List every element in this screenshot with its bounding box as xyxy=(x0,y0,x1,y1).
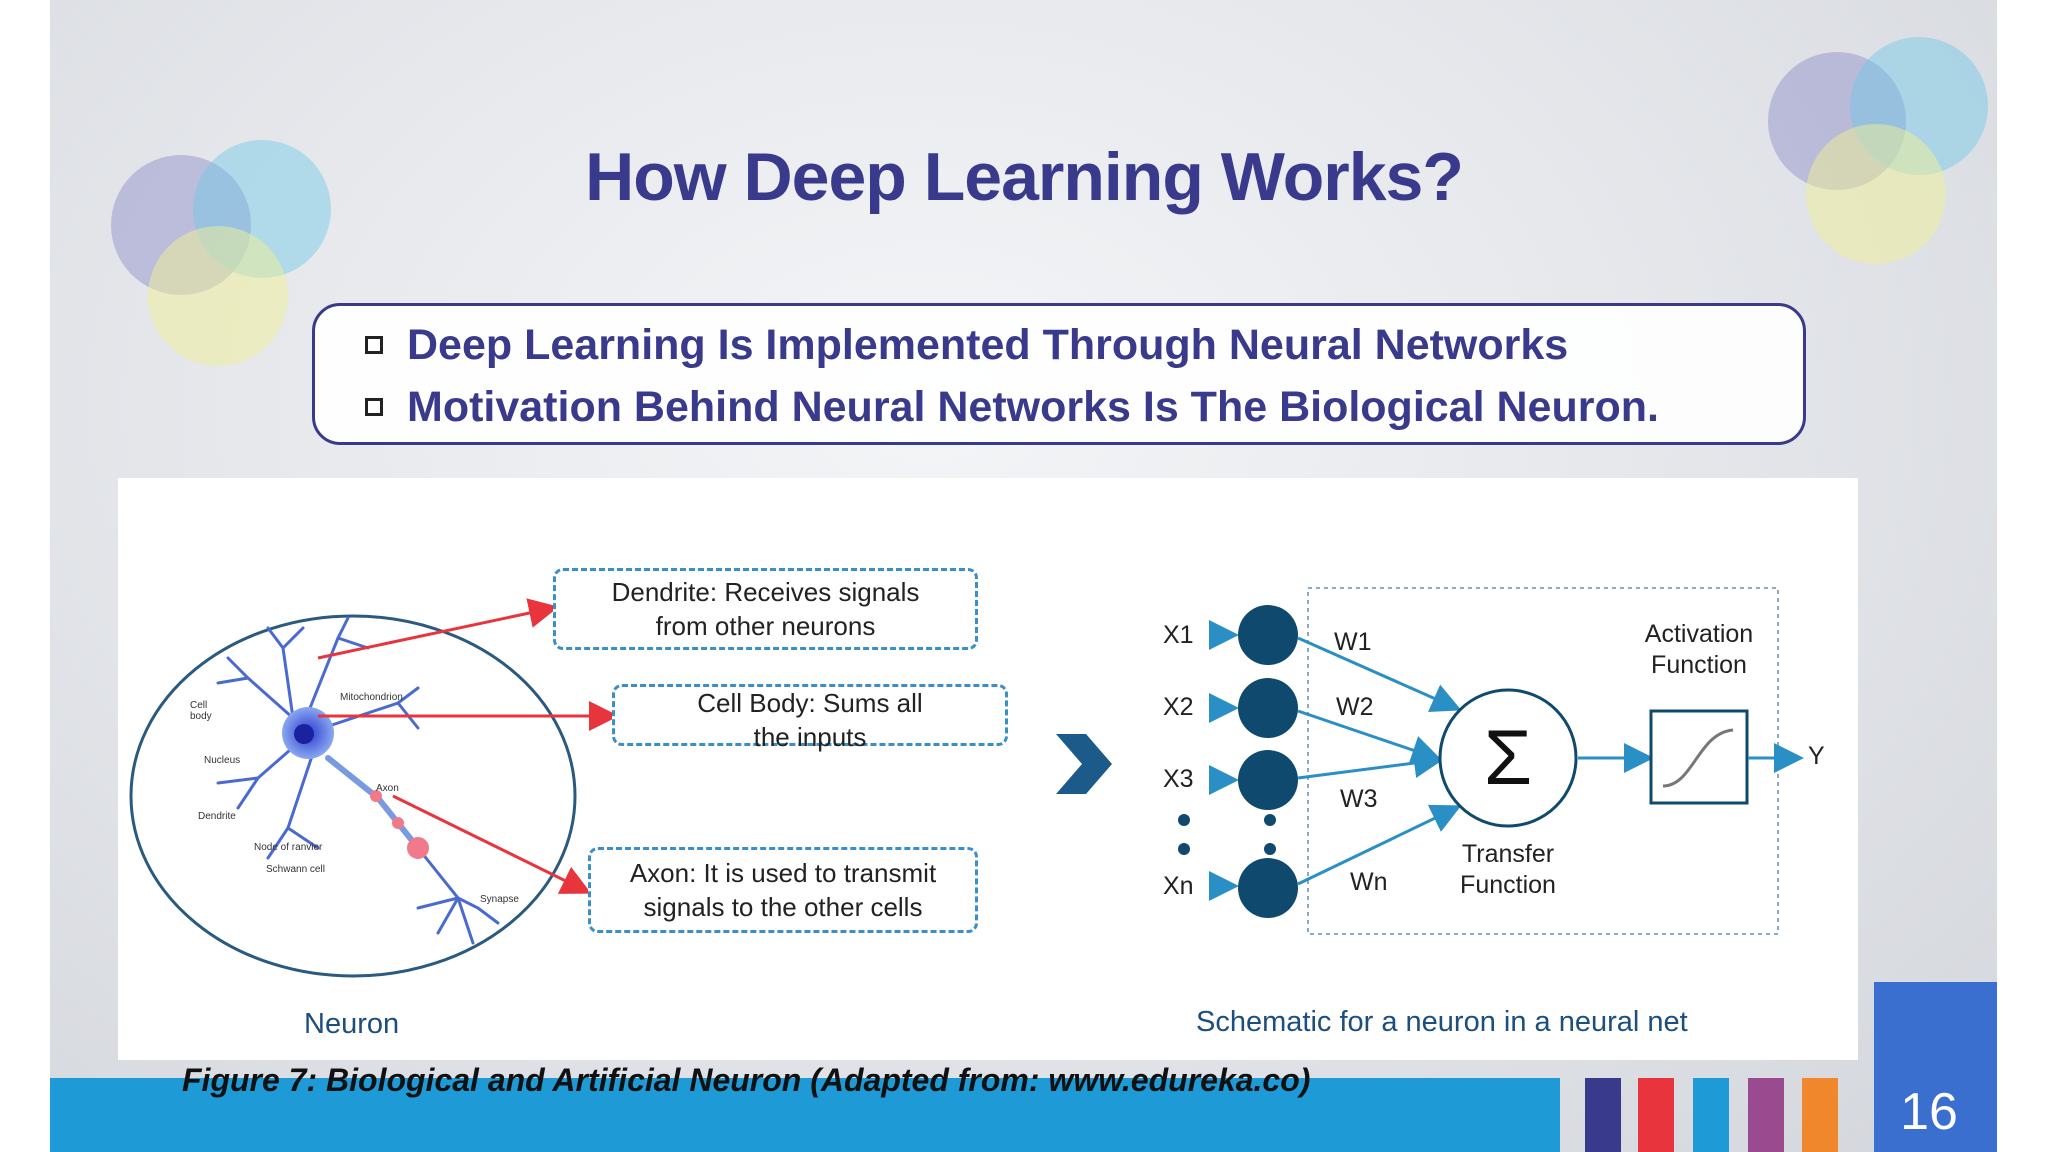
neuron-part-label: Synapse xyxy=(480,894,519,905)
neuron-part-label: Cell body xyxy=(190,700,212,722)
neuron-part-label: Mitochondrion xyxy=(340,692,403,703)
neuron-part-label: Node of ranvier xyxy=(254,842,323,853)
weight-label: W2 xyxy=(1336,693,1374,721)
chevron-right-icon xyxy=(1056,734,1112,794)
color-stripe xyxy=(1585,1078,1621,1152)
color-stripe xyxy=(1748,1078,1784,1152)
sigmoid-curve-icon xyxy=(1662,728,1734,788)
bullet-item: Deep Learning Is Implemented Through Neu… xyxy=(365,314,1803,376)
activation-function-label: Activation Function xyxy=(1644,620,1754,679)
weight-label: Wn xyxy=(1350,868,1388,896)
bullets-box: Deep Learning Is Implemented Through Neu… xyxy=(312,303,1806,445)
neuron-diagram xyxy=(129,587,1804,978)
neuron-ellipse xyxy=(129,614,577,978)
input-label: X1 xyxy=(1163,621,1194,649)
weight-label: W1 xyxy=(1334,628,1372,656)
input-node xyxy=(1238,858,1298,918)
color-stripe xyxy=(1693,1078,1729,1152)
output-label: Y xyxy=(1808,742,1825,770)
page-number: 16 xyxy=(1900,1083,1958,1141)
ellipsis-dot xyxy=(1178,814,1190,826)
figure-panel: Cell body Mitochondrion Nucleus Dendrite… xyxy=(118,478,1858,1060)
bokeh-circle xyxy=(148,226,288,366)
color-stripe xyxy=(1802,1078,1838,1152)
axon-callout: Axon: It is used to transmit signals to … xyxy=(588,847,978,933)
bullet-item: Motivation Behind Neural Networks Is The… xyxy=(365,376,1803,438)
nucleus-shape xyxy=(294,724,314,744)
square-bullet-icon xyxy=(365,398,383,416)
neuron-caption: Neuron xyxy=(304,1008,400,1040)
bullet-text: Motivation Behind Neural Networks Is The… xyxy=(407,382,1659,431)
square-bullet-icon xyxy=(365,336,383,354)
bullet-text: Deep Learning Is Implemented Through Neu… xyxy=(407,320,1569,369)
page-number-box xyxy=(1874,982,1997,1152)
input-arrows xyxy=(1209,620,1239,901)
weight-arrows xyxy=(1297,636,1462,886)
input-label: X3 xyxy=(1163,765,1194,793)
axon-arrow xyxy=(392,794,592,894)
bottom-bar xyxy=(50,1078,1560,1152)
weight-label: W3 xyxy=(1340,785,1378,813)
schematic-caption: Schematic for a neuron in a neural net xyxy=(1196,1006,1688,1038)
neuron-illustration xyxy=(216,616,500,945)
axon-node-shape xyxy=(370,790,382,802)
input-node xyxy=(1238,678,1298,738)
ellipsis-dot xyxy=(1264,843,1276,855)
bokeh-circle xyxy=(1806,124,1946,264)
dendrite-arrow xyxy=(317,598,559,660)
dendrite-callout: Dendrite: Receives signals from other ne… xyxy=(553,568,978,650)
transfer-function-label: Transfer Function xyxy=(1460,840,1556,899)
slide-title: How Deep Learning Works? xyxy=(585,139,1464,215)
color-stripe xyxy=(1638,1078,1674,1152)
input-node xyxy=(1238,605,1298,665)
ellipsis-dot xyxy=(1264,814,1276,826)
sigma-symbol: Σ xyxy=(1483,713,1533,801)
input-label: Xn xyxy=(1163,872,1194,900)
input-label: X2 xyxy=(1163,693,1194,721)
neuron-part-label: Axon xyxy=(376,783,399,794)
axon-node-shape xyxy=(392,817,404,829)
neuron-part-label: Dendrite xyxy=(198,811,236,822)
right-margin xyxy=(1997,0,2048,1152)
cell-body-callout: Cell Body: Sums all the inputs xyxy=(612,684,1008,752)
axon-node-shape xyxy=(407,837,429,859)
figure-caption: Figure 7: Biological and Artificial Neur… xyxy=(182,1062,1311,1098)
summation-node xyxy=(1438,688,1578,828)
neuron-part-label: Nucleus xyxy=(204,755,241,766)
ellipsis-dot xyxy=(1178,843,1190,855)
input-node xyxy=(1238,750,1298,810)
left-margin xyxy=(0,0,50,1152)
neuron-part-label: Schwann cell xyxy=(266,864,325,875)
